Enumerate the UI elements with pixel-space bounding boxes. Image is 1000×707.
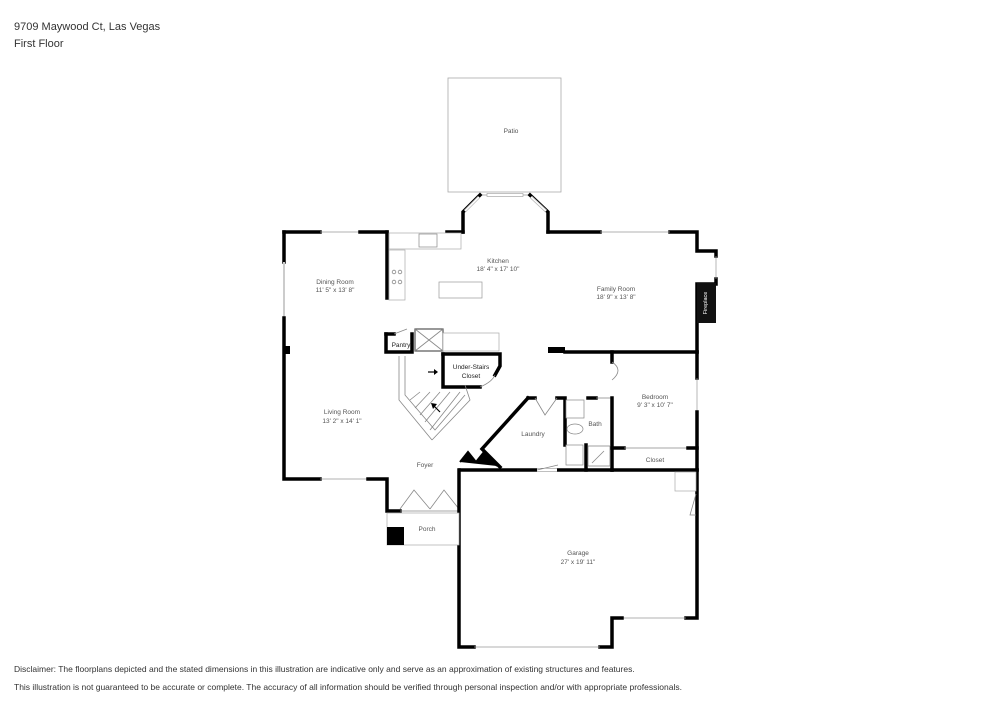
dining-room-dims: 11' 5" x 13' 8" bbox=[316, 287, 355, 294]
under-stairs-label-1: Under-Stairs bbox=[453, 364, 490, 371]
living-room-label: Living Room bbox=[324, 409, 360, 416]
patio-area bbox=[447, 77, 562, 193]
bedroom-walls bbox=[610, 350, 699, 472]
dining-room-label: Dining Room bbox=[316, 279, 354, 286]
pantry-label: Pantry bbox=[392, 342, 412, 349]
bedroom-label: Bedroom bbox=[642, 394, 668, 401]
porch-label: Porch bbox=[419, 526, 436, 533]
patio-label: Patio bbox=[504, 128, 519, 135]
kitchen-bay bbox=[461, 192, 550, 234]
bath-label: Bath bbox=[588, 421, 602, 428]
laundry-bath-block bbox=[479, 350, 619, 472]
garage-dims: 27' x 19' 11" bbox=[561, 559, 596, 566]
kitchen-label: Kitchen bbox=[487, 258, 509, 265]
floor-label: First Floor bbox=[14, 38, 64, 50]
closet-label: Closet bbox=[646, 457, 665, 464]
kitchen-island bbox=[438, 281, 483, 299]
fireplace-label: Fireplace bbox=[703, 292, 709, 315]
front-door[interactable] bbox=[399, 489, 460, 512]
family-room-dims: 18' 9" x 13' 8" bbox=[596, 294, 636, 301]
bedroom-dims: 9' 3" x 10' 7" bbox=[637, 402, 673, 409]
disclaimer-line-1: Disclaimer: The floorplans depicted and … bbox=[14, 664, 635, 674]
property-address: 9709 Maywood Ct, Las Vegas bbox=[14, 21, 161, 33]
disclaimer-line-2: This illustration is not guaranteed to b… bbox=[14, 682, 682, 692]
garage-label: Garage bbox=[567, 550, 589, 557]
pantry-stairs-block bbox=[384, 328, 502, 441]
foyer-label: Foyer bbox=[417, 462, 434, 469]
family-room-label: Family Room bbox=[597, 286, 635, 293]
under-stairs-label-2: Closet bbox=[462, 373, 481, 380]
fireplace bbox=[697, 283, 716, 323]
laundry-label: Laundry bbox=[521, 431, 545, 438]
kitchen-counters bbox=[388, 232, 483, 301]
living-room-dims: 13' 2" x 14' 1" bbox=[322, 418, 362, 425]
kitchen-dims: 18' 4" x 17' 10" bbox=[477, 266, 521, 273]
